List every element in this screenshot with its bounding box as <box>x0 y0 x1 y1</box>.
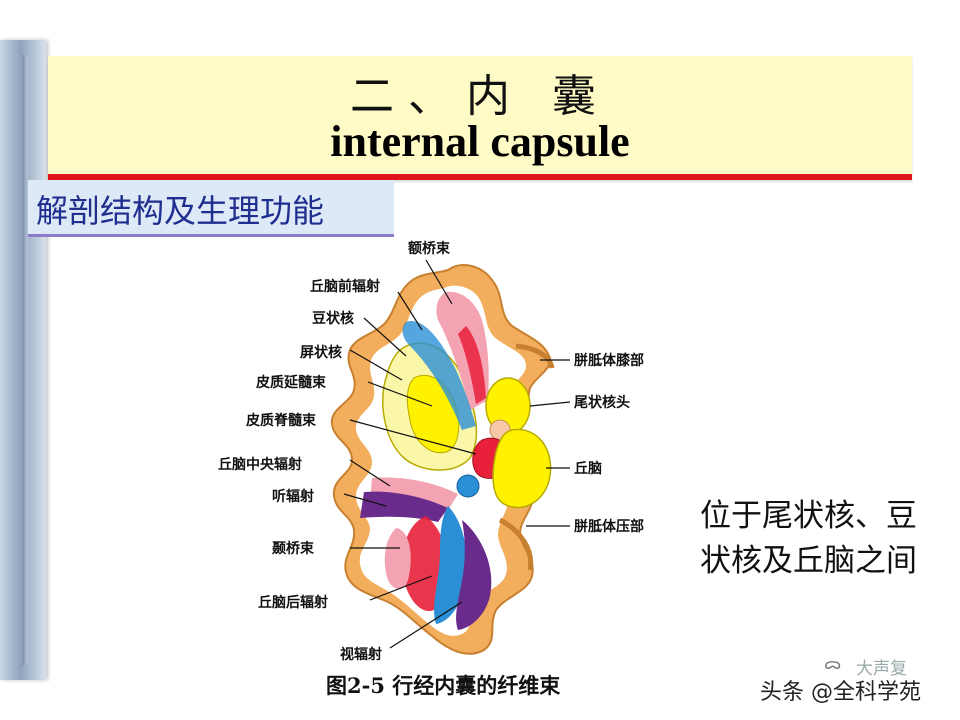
subtitle-box: 解剖结构及生理功能 <box>28 180 394 237</box>
label-corticobulbar-tract: 皮质延髓束 <box>256 375 326 391</box>
figure-caption: 图2-5 行经内囊的纤维束 <box>326 673 561 698</box>
label-central-thalamic-radiation: 丘脑中央辐射 <box>218 457 302 473</box>
temporopontine-pink <box>384 528 411 589</box>
label-frontopontine-top: 额桥束 <box>408 241 450 257</box>
watermark-logo-icon: ᯅ <box>824 654 842 673</box>
posterior-thalamic-radiation <box>434 506 468 624</box>
title-chinese: 二、内 囊 <box>350 71 610 122</box>
corpus-callosum-splenium <box>498 517 534 571</box>
internal-capsule-figure: 额桥束 丘脑前辐射 豆状核 屏状核 皮质延髓束 皮质脊髓束 丘脑中央辐射 听辐射… <box>200 230 720 670</box>
left-decorative-stripe <box>22 55 28 665</box>
anterior-thalamic-radiation <box>402 321 476 430</box>
watermark-faint-text: 大声复 <box>856 659 907 679</box>
title-band: 二、内 囊 internal capsule <box>48 56 912 180</box>
central-thalamic-radiation <box>370 477 458 510</box>
auditory-relay <box>456 474 480 498</box>
label-auditory-radiation: 听辐射 <box>272 489 314 505</box>
label-corticospinal-tract: 皮质脊髓束 <box>246 413 316 429</box>
label-posterior-thalamic-radiation: 丘脑后辐射 <box>258 595 328 611</box>
auditory-radiation <box>360 491 448 522</box>
corpus-callosum-genu <box>515 343 555 369</box>
label-temporopontine: 颞桥束 <box>272 541 314 557</box>
label-anterior-thalamic-radiation: 丘脑前辐射 <box>310 279 380 295</box>
title-english: internal capsule <box>330 117 630 166</box>
brain-section-diagram <box>330 259 571 655</box>
leader-lines <box>343 259 571 649</box>
label-optic-radiation: 视辐射 <box>340 647 382 663</box>
label-thalamus: 丘脑 <box>574 461 602 477</box>
label-lentiform-nucleus: 豆状核 <box>312 311 354 327</box>
optic-radiation <box>456 520 492 630</box>
description-text: 位于尾状核、豆状核及丘脑之间 <box>700 498 917 579</box>
thalamus <box>492 428 552 509</box>
watermark-text: 头条 @全科学苑 <box>760 680 921 705</box>
label-splenium-corpus-callosum: 胼胝体压部 <box>574 519 644 535</box>
label-caudate-head: 尾状核头 <box>574 395 630 411</box>
label-genu-corpus-callosum: 胼胝体膝部 <box>574 353 644 369</box>
frontopontine-red <box>458 326 486 404</box>
label-claustrum: 屏状核 <box>300 345 342 361</box>
subtitle: 解剖结构及生理功能 <box>36 192 325 230</box>
